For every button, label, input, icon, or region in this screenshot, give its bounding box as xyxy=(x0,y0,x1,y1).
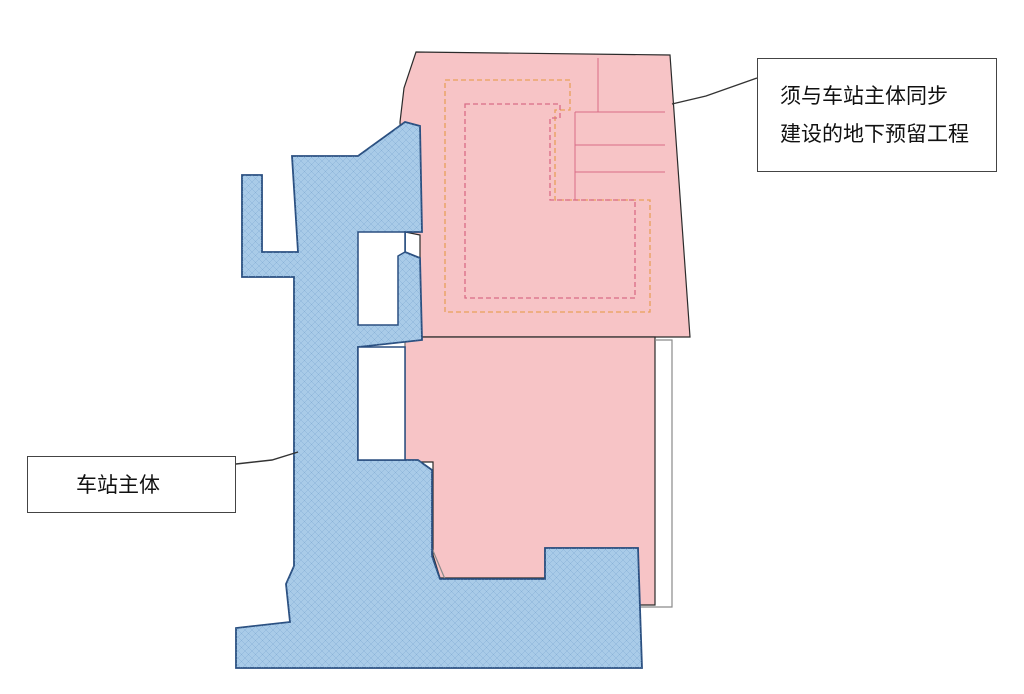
station-main-label: 车站主体 xyxy=(76,473,160,497)
station-main-callout: 车站主体 xyxy=(27,456,236,513)
reserved-inner-grid xyxy=(574,58,665,200)
courtyard-upper xyxy=(357,231,406,326)
reserved-works-upper xyxy=(399,51,691,338)
reserved-label-line1: 须与车站主体同步 xyxy=(780,84,948,108)
reserved-outline-inner xyxy=(464,103,636,299)
leader-line-station xyxy=(235,451,299,465)
station-main-body-hatch xyxy=(236,122,642,668)
reserved-works-callout: 须与车站主体同步 建设的地下预留工程 xyxy=(757,58,997,172)
reserved-outline-outer xyxy=(444,79,651,313)
courtyard-lower xyxy=(357,346,406,461)
reserved-label-line2: 建设的地下预留工程 xyxy=(780,122,969,146)
leader-line-reserved xyxy=(671,77,758,105)
